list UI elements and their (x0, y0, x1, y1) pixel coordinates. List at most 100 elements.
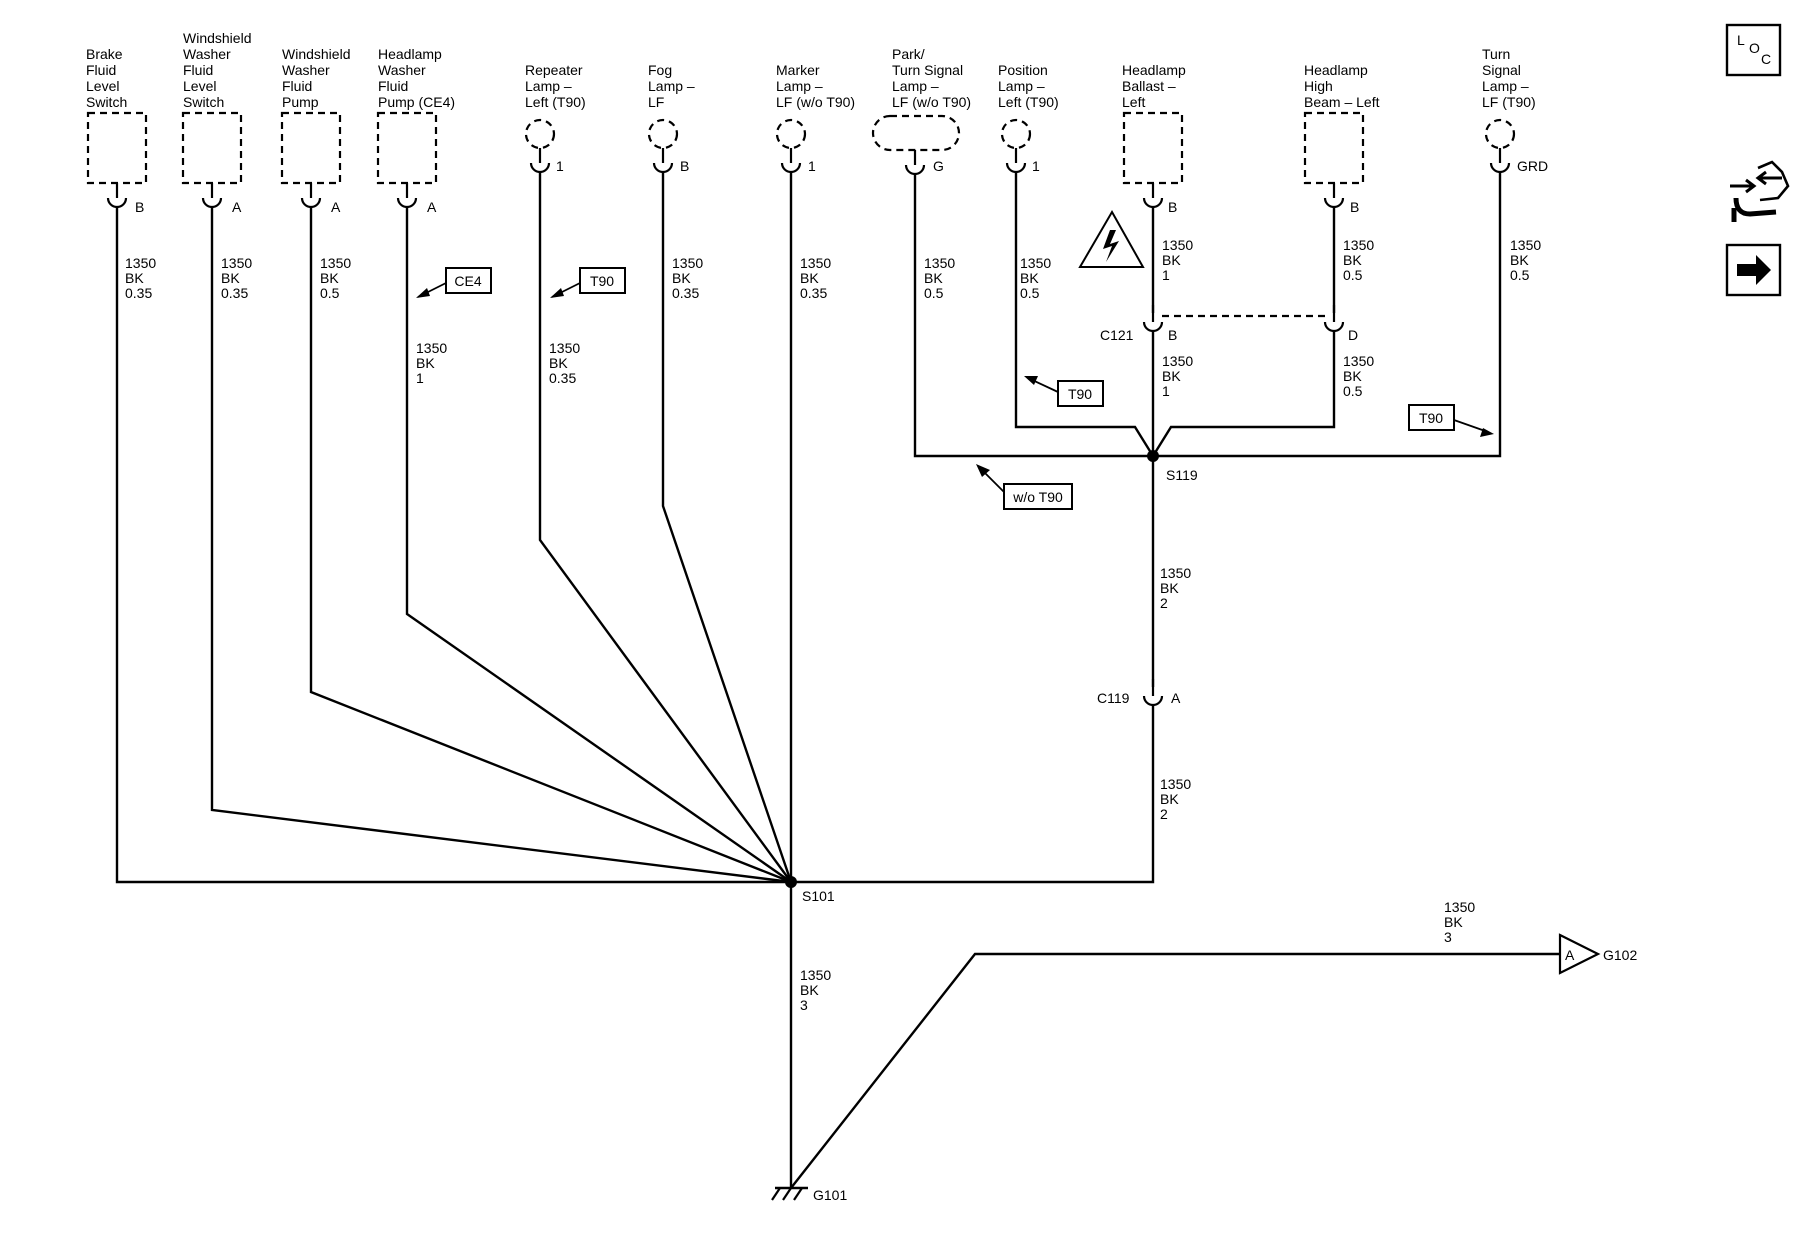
fog-lamp-label: Fog Lamp – LF (648, 62, 699, 110)
terminal (106, 183, 128, 209)
c119-terminal (1142, 679, 1164, 707)
wire-s101-to-s119 (791, 705, 1155, 884)
wire-to-g102 (790, 952, 1560, 1189)
c119-id: C119 (1097, 690, 1130, 706)
splice-s119-dot (1147, 450, 1159, 462)
brake-fluid-level-switch (86, 111, 148, 185)
component-bodies (86, 111, 1516, 185)
svg-text:CE4: CE4 (454, 273, 481, 289)
washer-fluid-level-switch (181, 111, 243, 185)
c121-pin-d: D (1348, 327, 1358, 343)
c121-pin-b: B (1168, 327, 1177, 343)
washer-fluid-level-switch-label: Windshield Washer Fluid Level Switch (183, 30, 255, 110)
pin-label: A (331, 199, 341, 215)
pin-labels: B A A A 1 B 1 G 1 B B GRD (135, 158, 1548, 215)
washer-fluid-pump-label: Windshield Washer Fluid Pump (282, 46, 354, 110)
loc-icon[interactable]: L O C (1725, 23, 1782, 77)
position-lamp-bulb (1000, 118, 1032, 150)
terminal (1142, 183, 1164, 209)
pin-label: B (135, 199, 144, 215)
headlamp-ballast (1122, 111, 1184, 185)
terminal (904, 150, 926, 176)
terminal (529, 148, 551, 174)
terminal (201, 183, 223, 209)
callout-ce4: CE4 (416, 267, 492, 298)
park-turn-lamp-label: Park/ Turn Signal Lamp – LF (w/o T90) (892, 46, 971, 110)
wires (115, 172, 1560, 1189)
terminal (1323, 183, 1345, 209)
callout-t90-repeater: T90 (550, 267, 626, 298)
terminal (652, 148, 674, 174)
pin-label: 1 (808, 158, 816, 174)
terminal (396, 183, 418, 209)
g102-eyelet (1558, 933, 1601, 975)
pin-label: GRD (1517, 158, 1548, 174)
svg-text:O: O (1749, 40, 1760, 56)
repeater-lamp-label: Repeater Lamp – Left (T90) (525, 62, 586, 110)
wire-repeater-lamp (538, 172, 792, 883)
svg-text:L: L (1737, 32, 1745, 48)
pin-label: 1 (1032, 158, 1040, 174)
headlamp-washer-pump (376, 111, 438, 185)
next-arrow-icon[interactable] (1725, 243, 1782, 297)
position-lamp-label: Position Lamp – Left (T90) (998, 62, 1059, 110)
splice-s101-label: S101 (802, 888, 835, 904)
callout-wo-t90: w/o T90 (976, 464, 1073, 510)
repeater-lamp-bulb (524, 118, 556, 150)
component-terminals (106, 148, 1511, 209)
pin-label: 1 (556, 158, 564, 174)
callout-t90-position: T90 (1024, 376, 1104, 407)
option-callouts: CE4 T90 T90 w/o T90 T90 (416, 267, 1494, 510)
pin-label: A (232, 199, 242, 215)
svg-text:w/o T90: w/o T90 (1012, 489, 1063, 505)
ground-g101: G101 (771, 1186, 847, 1203)
headlamp-washer-pump-label: Headlamp Washer Fluid Pump (CE4) (378, 46, 455, 110)
headlamp-high-beam-label: Headlamp High Beam – Left (1304, 62, 1380, 110)
pin-label: B (1168, 199, 1177, 215)
wiring-harness-icon[interactable] (1730, 160, 1790, 222)
ground-g102: A G102 (1558, 933, 1637, 975)
pin-label: A (427, 199, 437, 215)
c121-id: C121 (1100, 327, 1134, 343)
wire-headlamp-washer-pump (405, 207, 792, 883)
g101-label: G101 (813, 1187, 847, 1203)
fog-lamp-bulb (647, 118, 679, 150)
g102-pin: A (1565, 947, 1575, 963)
electrostatic-discharge-warning-icon (1078, 209, 1145, 268)
terminal (1489, 148, 1511, 174)
connector-c121: C121 B D (1100, 305, 1358, 343)
washer-fluid-pump (280, 111, 342, 185)
terminal (1005, 148, 1027, 174)
svg-text:T90: T90 (1419, 410, 1443, 426)
park-turn-lamp (871, 114, 961, 152)
turn-signal-lamp-label: Turn Signal Lamp – LF (T90) (1482, 46, 1536, 110)
wire-washer-pump (309, 207, 792, 884)
svg-text:T90: T90 (590, 273, 614, 289)
wire-highbeam-c121 (1151, 331, 1336, 457)
wire-brake-switch (115, 207, 791, 884)
turn-signal-lamp-bulb (1484, 118, 1516, 150)
svg-text:T90: T90 (1068, 386, 1092, 402)
marker-lamp-bulb (775, 118, 807, 150)
terminal (300, 183, 322, 209)
c121-terminal-b (1142, 305, 1164, 333)
wire-washer-level-switch (210, 207, 792, 884)
headlamp-high-beam (1303, 111, 1365, 185)
pin-label: B (680, 158, 689, 174)
